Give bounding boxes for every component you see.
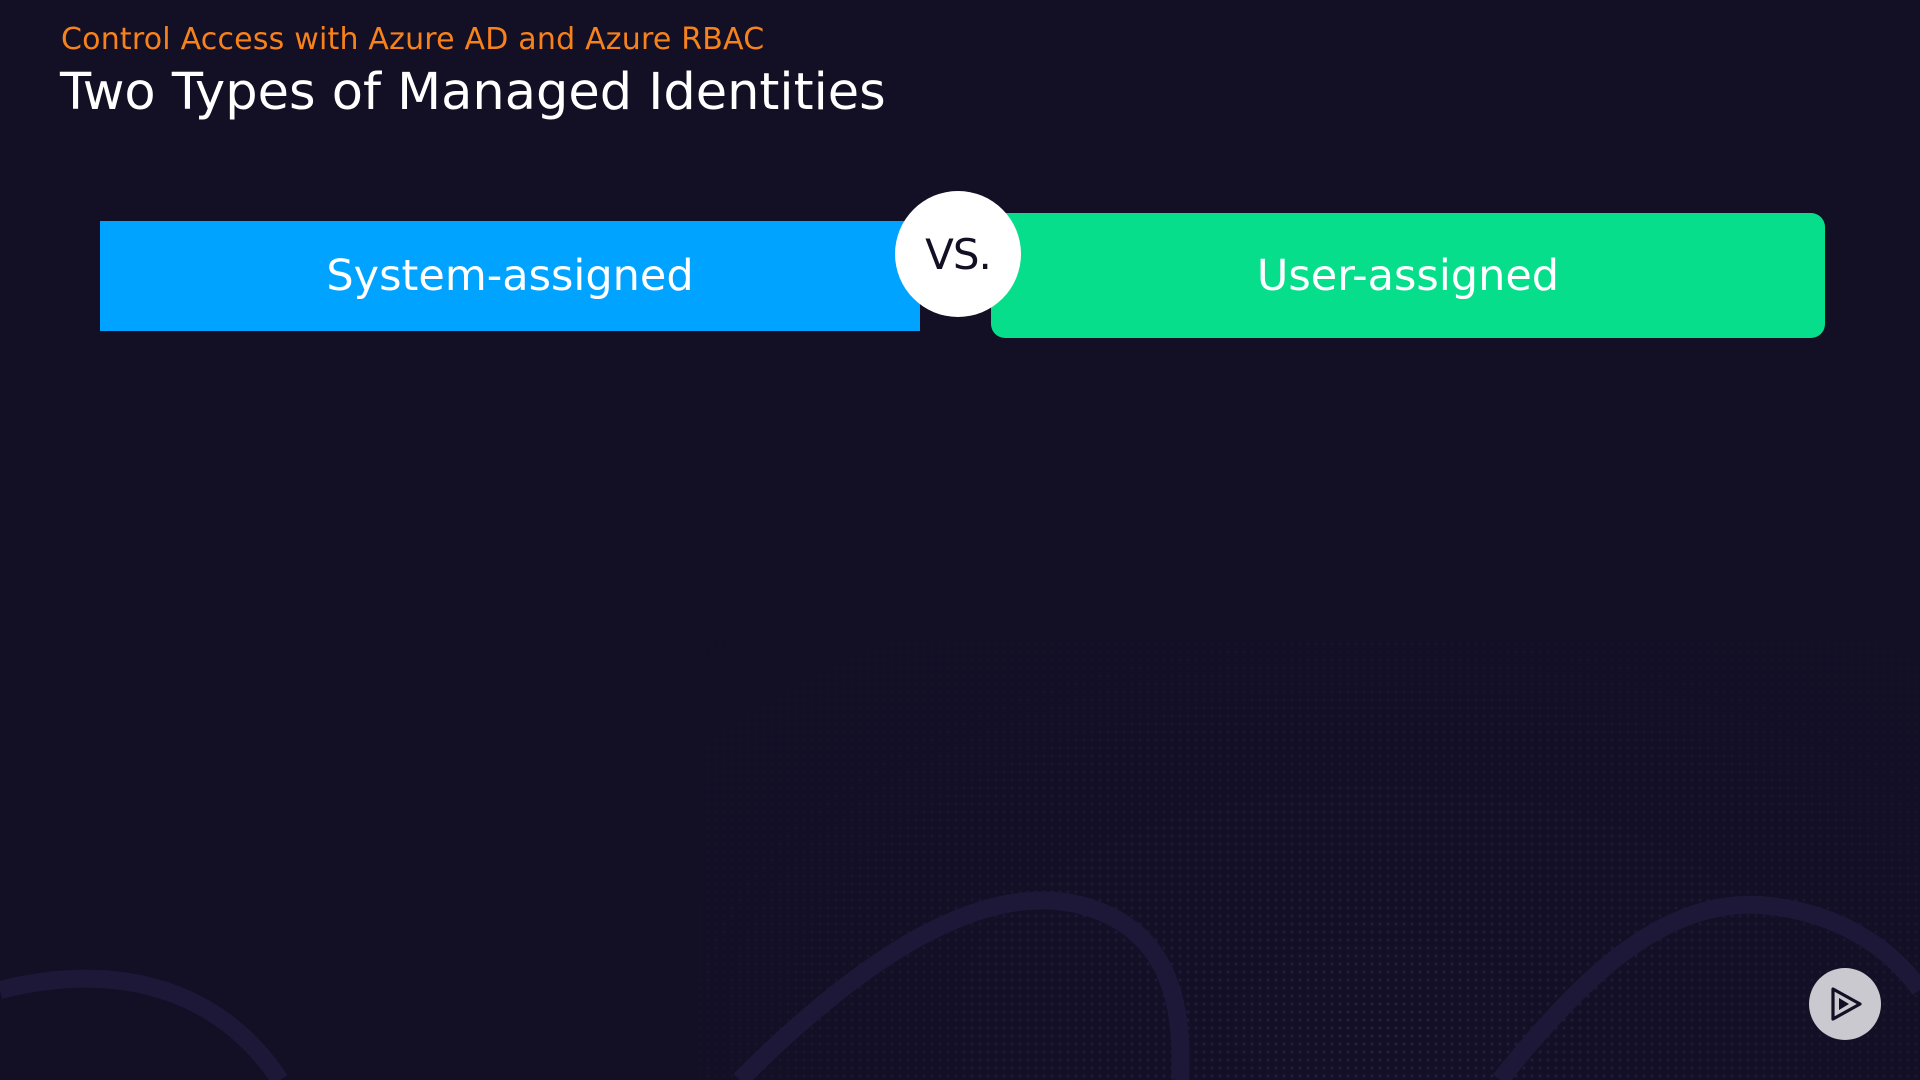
- vs-label: VS.: [925, 229, 992, 279]
- play-logo-icon: [1831, 987, 1862, 1021]
- user-assigned-label: User-assigned: [1256, 250, 1560, 301]
- vs-badge: VS.: [895, 191, 1021, 317]
- player-logo-button[interactable]: [1809, 968, 1881, 1040]
- course-title: Control Access with Azure AD and Azure R…: [61, 22, 765, 57]
- system-assigned-label: System-assigned: [326, 251, 694, 301]
- system-assigned-card: System-assigned: [100, 221, 920, 331]
- user-assigned-card: User-assigned: [991, 213, 1825, 338]
- slide-title: Two Types of Managed Identities: [60, 63, 886, 122]
